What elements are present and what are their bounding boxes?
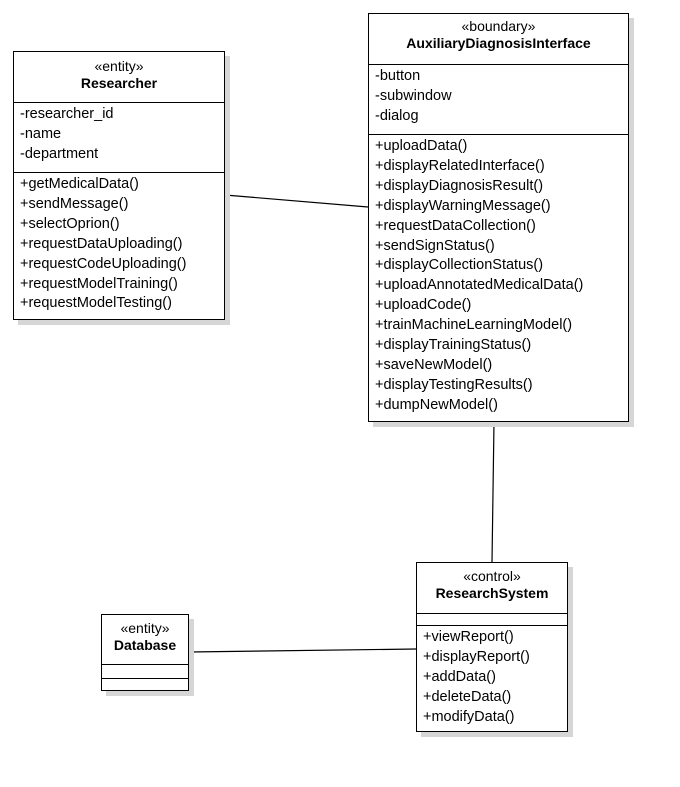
operation-row: +viewReport() [423,629,514,645]
attributes-compartment [102,665,188,679]
operation-row: +trainMachineLearningModel() [375,317,573,334]
attribute-row: -department [20,145,99,162]
operation-row: +modifyData() [423,708,515,725]
class-stereotype: «control» [463,568,521,584]
class-header: «control» ResearchSystem [417,563,567,614]
attribute-row: -subwindow [375,87,452,104]
attributes-compartment: -researcher_id -name -department [14,103,224,173]
association-database-system [188,648,417,653]
attribute-row: -name [20,125,62,142]
attributes-compartment [417,614,567,626]
operation-row: +dumpNewModel() [375,396,498,413]
class-stereotype: «entity» [94,58,144,74]
operation-row: +displayReport() [423,648,530,665]
operations-compartment: +getMedicalData() +sendMessage() +select… [14,173,224,316]
class-header: «entity» Researcher [14,52,224,103]
operation-row: +requestModelTraining() [20,275,178,292]
class-stereotype: «entity» [120,620,170,636]
operations-compartment: +uploadData() +displayRelatedInterface()… [369,135,628,418]
association-interface-system [491,421,495,563]
attribute-row: -dialog [375,107,419,124]
operation-row: +requestModelTesting() [20,295,172,312]
association-researcher-interface [224,194,369,208]
class-stereotype: «boundary» [461,18,536,34]
operations-compartment: +viewReport() +displayReport() +addData(… [417,626,567,730]
class-name: Database [113,637,177,653]
class-database[interactable]: «entity» Database [101,614,189,691]
operation-row: +addData() [423,668,496,685]
class-header: «entity» Database [102,615,188,665]
class-researcher[interactable]: «entity» Researcher -researcher_id -name… [13,51,225,320]
operation-row: +uploadCode() [375,297,472,314]
operation-row: +saveNewModel() [375,356,493,373]
operation-row: +uploadData() [375,138,468,154]
operation-row: +requestCodeUploading() [20,255,187,272]
class-header: «boundary» AuxiliaryDiagnosisInterface [369,14,628,65]
operation-row: +deleteData() [423,688,512,705]
operation-row: +displayTrainingStatus() [375,337,532,354]
operation-row: +requestDataUploading() [20,235,183,252]
class-name: Researcher [80,75,158,91]
attributes-compartment: -button -subwindow -dialog [369,65,628,135]
operation-row: +sendSignStatus() [375,237,495,254]
operation-row: +displayTestingResults() [375,376,533,393]
attribute-row: -researcher_id [20,106,114,122]
class-research-system[interactable]: «control» ResearchSystem +viewReport() +… [416,562,568,732]
operation-row: +selectOprion() [20,215,120,232]
class-auxiliary-diagnosis-interface[interactable]: «boundary» AuxiliaryDiagnosisInterface -… [368,13,629,422]
operation-row: +uploadAnnotatedMedicalData() [375,277,584,294]
operation-row: +getMedicalData() [20,176,139,192]
operation-row: +displayWarningMessage() [375,197,551,214]
operation-row: +displayRelatedInterface() [375,157,545,174]
operations-compartment [102,679,188,690]
operation-row: +requestDataCollection() [375,217,536,234]
class-name: ResearchSystem [435,585,549,601]
operation-row: +displayDiagnosisResult() [375,177,544,194]
operation-row: +sendMessage() [20,195,129,212]
attribute-row: -button [375,68,421,84]
class-name: AuxiliaryDiagnosisInterface [406,35,591,51]
operation-row: +displayCollectionStatus() [375,257,544,274]
